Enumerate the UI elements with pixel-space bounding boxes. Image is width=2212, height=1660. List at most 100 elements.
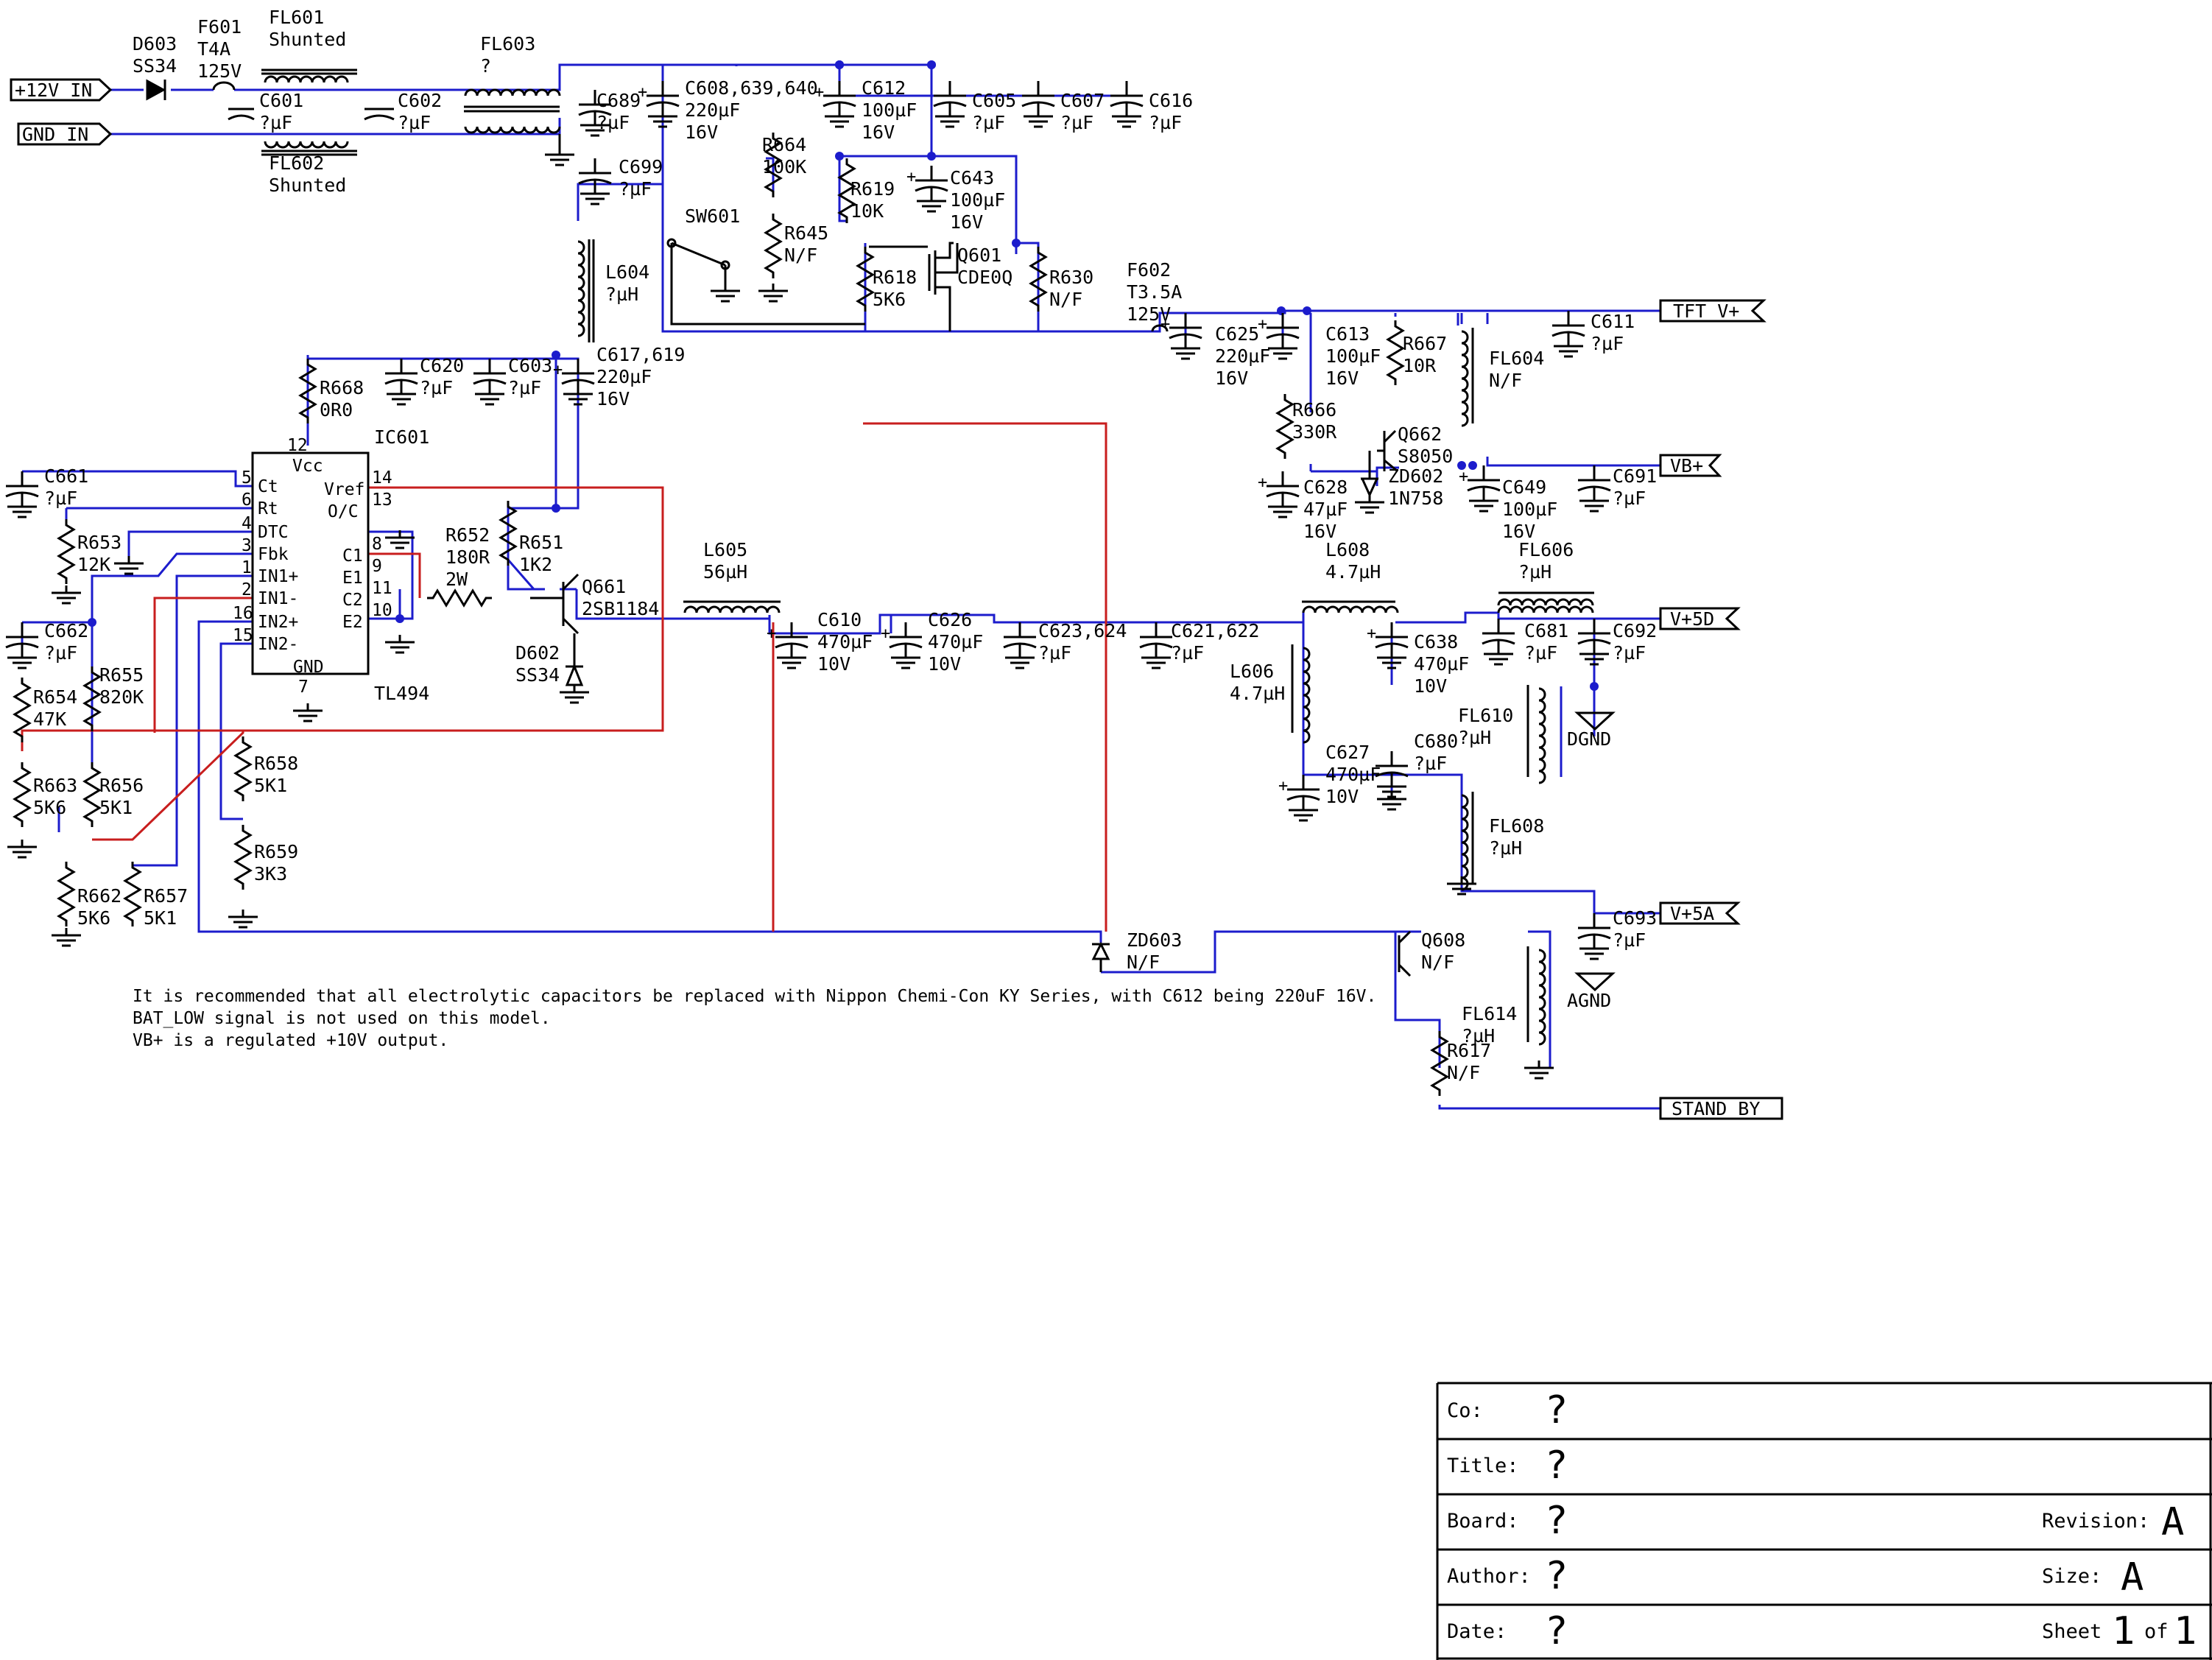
label-c680-0: C680 [1414, 731, 1458, 752]
label-c616-0: C616 [1149, 90, 1193, 111]
tb-author-value: ? [1545, 1554, 1568, 1598]
label-c603-1: ?µF [508, 377, 541, 398]
label-r651-0: R651 [519, 532, 563, 553]
label-c607-1: ?µF [1060, 112, 1093, 133]
title-block-text: Co: ? Title: ? Board: ? Revision: A Auth… [1447, 1388, 2197, 1653]
label-r617-1: N/F [1447, 1062, 1480, 1083]
label-c621-1: ?µF [1171, 642, 1204, 664]
svg-text:16: 16 [233, 604, 253, 623]
label-c681-0: C681 [1524, 620, 1568, 641]
tb-board-value: ? [1545, 1499, 1568, 1543]
label-c662-1: ?µF [44, 642, 77, 664]
svg-text:13: 13 [372, 490, 392, 510]
label-r655-1: 820K [99, 686, 144, 708]
label-fl603-1: ? [480, 55, 491, 77]
label-c608-2: 16V [685, 122, 718, 143]
port-tft: TFT_V+ [1673, 300, 1739, 322]
title-block [1436, 1382, 2212, 1660]
label-r664-1: 100K [762, 156, 806, 177]
label-c628-0: C628 [1303, 476, 1348, 498]
label-l604-1: ?µH [605, 284, 638, 305]
label-c613-2: 16V [1325, 367, 1359, 389]
label-fl614-1: ?µH [1462, 1025, 1495, 1047]
label-q662-0: Q662 [1398, 423, 1442, 445]
label-c605-0: C605 [972, 90, 1016, 111]
label-r653-1: 12K [77, 554, 110, 575]
svg-text:IN1-: IN1- [258, 589, 298, 608]
label-r630-1: N/F [1049, 289, 1082, 310]
label-c649-2: 16V [1502, 521, 1535, 542]
label-l606-0: L606 [1230, 661, 1274, 682]
component-labels: D603SS34F601T4A125VFL601ShuntedFL602Shun… [33, 7, 1657, 1083]
label-f602-1: T3.5A [1127, 281, 1182, 303]
label-r667-1: 10R [1403, 355, 1437, 376]
label-f601-2: 125V [197, 60, 242, 82]
label-c610-2: 10V [817, 653, 850, 675]
label-c623-0: C623,624 [1038, 620, 1127, 641]
label-r668-0: R668 [320, 377, 364, 398]
port-flags [10, 78, 1783, 1120]
tb-board-label: Board: [1447, 1510, 1519, 1533]
label-r659-1: 3K3 [254, 863, 287, 884]
inductor-symbols [577, 239, 1594, 1046]
label-c649-0: C649 [1502, 476, 1546, 498]
label-r652-1: 180R [445, 546, 490, 568]
label-c627-0: C627 [1325, 742, 1370, 763]
tb-title-value: ? [1545, 1443, 1568, 1488]
label-fl602-0: FL602 [269, 152, 324, 174]
svg-text:15: 15 [233, 626, 253, 645]
label-r651-1: 1K2 [519, 554, 552, 575]
label-fl614-0: FL614 [1462, 1003, 1517, 1024]
label-r663-1: 5K6 [33, 797, 66, 818]
label-c623-1: ?µF [1038, 642, 1071, 664]
label-c638-1: 470µF [1414, 653, 1469, 675]
label-fl606-1: ?µH [1518, 561, 1551, 583]
label-fl604-0: FL604 [1489, 348, 1544, 369]
label-c627-2: 10V [1325, 786, 1359, 807]
label-fl602-1: Shunted [269, 175, 346, 196]
label-r652-2: 2W [445, 569, 468, 590]
svg-text:Rt: Rt [258, 499, 278, 518]
label-zd603-0: ZD603 [1127, 929, 1182, 951]
label-c689-1: ?µF [596, 112, 630, 133]
svg-text:O/C: O/C [328, 502, 359, 521]
label-r656-0: R656 [99, 775, 144, 796]
label-zd603-1: N/F [1127, 952, 1160, 973]
port-vb: VB+ [1670, 455, 1703, 476]
label-c691-0: C691 [1613, 465, 1657, 487]
label-c620-0: C620 [420, 355, 464, 376]
svg-text:Vref: Vref [324, 480, 364, 499]
svg-text:3: 3 [242, 536, 252, 555]
label-c680-1: ?µF [1414, 753, 1447, 774]
label-c625-1: 220µF [1215, 345, 1270, 367]
label-c643-0: C643 [950, 167, 994, 189]
tb-size-label: Size: [2042, 1565, 2102, 1588]
label-c627-1: 470µF [1325, 764, 1381, 785]
wire-network-red [21, 422, 1107, 932]
label-q661-0: Q661 [582, 576, 626, 597]
label-r662-1: 5K6 [77, 907, 110, 929]
label-f602-2: 125V [1127, 303, 1171, 325]
note-2: BAT_LOW signal is not used on this model… [133, 1009, 551, 1028]
svg-text:E2: E2 [342, 613, 363, 632]
label-l604-0: L604 [605, 261, 649, 283]
tb-co-value: ? [1545, 1388, 1568, 1432]
svg-text:8: 8 [372, 535, 382, 554]
label-fl601-1: Shunted [269, 29, 346, 50]
tb-date-label: Date: [1447, 1620, 1507, 1643]
label-c638-2: 10V [1414, 675, 1447, 697]
label-r663-0: R663 [33, 775, 77, 796]
label-c643-2: 16V [950, 211, 983, 233]
port-12v: +12V_IN [15, 80, 92, 101]
ic-gnd-num: 7 [298, 678, 309, 697]
tb-size-value: A [2121, 1555, 2144, 1600]
label-c626-2: 10V [928, 653, 961, 675]
label-c616-1: ?µF [1149, 112, 1182, 133]
svg-text:1: 1 [242, 558, 252, 577]
note-1: It is recommended that all electrolytic … [133, 987, 1376, 1006]
tb-title-label: Title: [1447, 1455, 1519, 1477]
components [146, 68, 561, 156]
label-tl494-0: TL494 [374, 683, 429, 704]
ic-vcc: Vcc [292, 457, 323, 476]
